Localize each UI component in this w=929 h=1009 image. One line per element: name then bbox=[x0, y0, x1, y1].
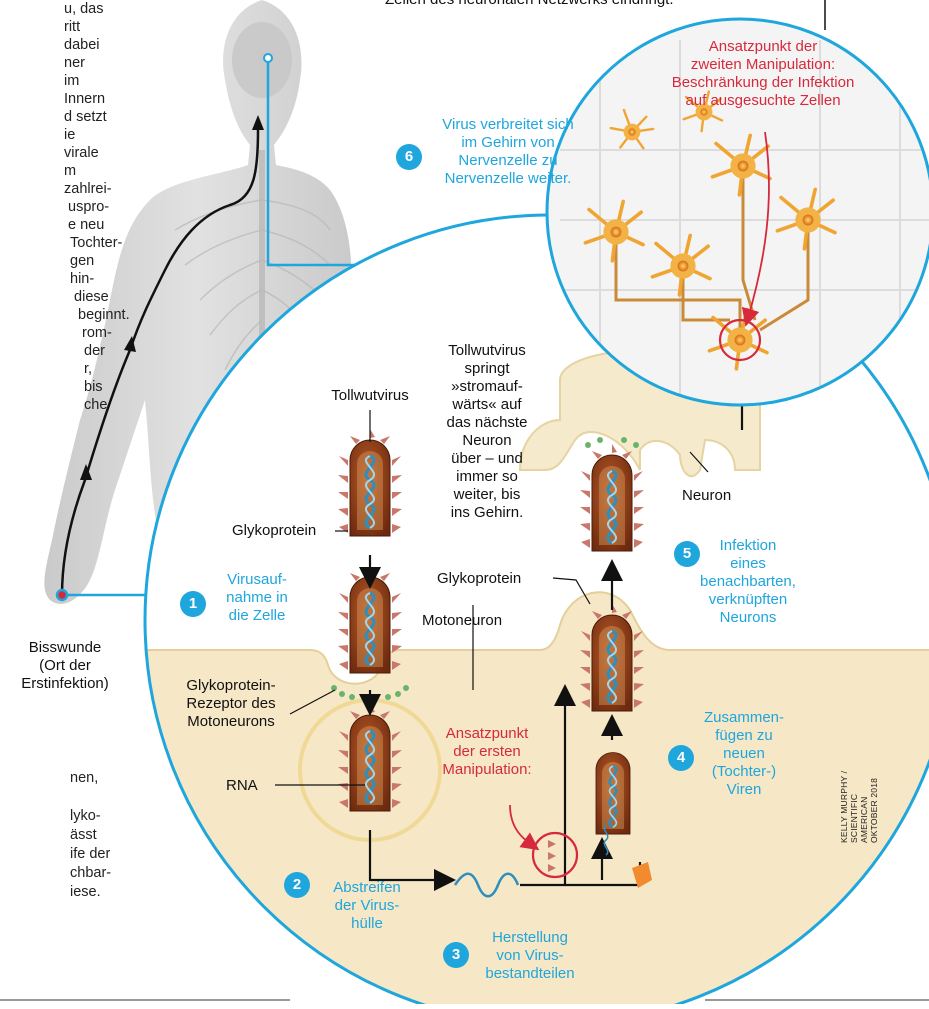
bottom-left-text-line: ässt bbox=[70, 826, 160, 845]
step-5-text: Infektion eines benachbarten, verknüpfte… bbox=[688, 537, 808, 627]
bottom-left-body-text: nen, lyko- ässt ife der chbar- iese. bbox=[70, 769, 160, 902]
left-text-line: Tochter- bbox=[0, 234, 110, 252]
left-text-line: che bbox=[0, 396, 110, 414]
label-glykoprotein-rezeptor: Glykoprotein- Rezeptor des Motoneurons bbox=[172, 677, 290, 731]
bottom-left-text-line: chbar- bbox=[70, 864, 160, 883]
step-3-badge: 3 bbox=[443, 942, 469, 968]
label-springt: Tollwutvirus springt »stromauf- wärts« a… bbox=[428, 342, 546, 522]
step-2-text: Abstreifen der Virus- hülle bbox=[312, 879, 422, 933]
left-text-line: rom- bbox=[0, 324, 110, 342]
label-neuron: Neuron bbox=[682, 487, 762, 505]
left-text-line: ner bbox=[0, 54, 110, 72]
left-text-line: r, bis bbox=[0, 360, 110, 396]
step-3-text: Herstellung von Virus- bestandteilen bbox=[470, 929, 590, 983]
label-glykoprotein-2: Glykoprotein bbox=[437, 570, 557, 588]
left-text-line: e neu bbox=[0, 216, 110, 234]
label-second-manipulation: Ansatzpunkt der zweiten Manipulation: Be… bbox=[648, 38, 878, 110]
left-text-line: der bbox=[0, 342, 110, 360]
bottom-left-text-line: ife der bbox=[70, 845, 160, 864]
step-2-badge: 2 bbox=[284, 872, 310, 898]
step-4-text: Zusammen- fügen zu neuen (Tochter-) Vire… bbox=[684, 709, 804, 799]
label-bisswunde: Bisswunde (Ort der Erstinfektion) bbox=[10, 639, 120, 693]
step-1-text: Virusauf- nahme in die Zelle bbox=[212, 571, 302, 625]
bottom-left-text-line bbox=[70, 788, 160, 807]
label-glykoprotein-1: Glykoprotein bbox=[232, 522, 342, 540]
left-text-line: uspro- bbox=[0, 198, 110, 216]
image-credit: KELLY MURPHY / SCIENTIFIC AMERICAN OKTOB… bbox=[839, 753, 879, 843]
label-motoneuron: Motoneuron bbox=[422, 612, 542, 630]
top-caption-text: Zellen des neuronalen Netzwerks eindring… bbox=[385, 0, 785, 9]
step-6-badge: 6 bbox=[396, 144, 422, 170]
label-tollwutvirus: Tollwutvirus bbox=[310, 387, 430, 405]
step-1-badge: 1 bbox=[180, 591, 206, 617]
left-text-line: diese bbox=[0, 288, 110, 306]
bite-wound-marker bbox=[57, 590, 67, 600]
bottom-left-text-line: lyko- bbox=[70, 807, 160, 826]
left-text-line: u, das bbox=[0, 0, 110, 18]
label-first-manipulation: Ansatzpunkt der ersten Manipulation: bbox=[424, 725, 550, 779]
left-text-line: ritt dabei bbox=[0, 18, 110, 54]
left-text-line: beginnt. bbox=[0, 306, 110, 324]
left-text-line: ie virale bbox=[0, 126, 110, 162]
left-text-line: m zahlrei- bbox=[0, 162, 110, 198]
step-6-text: Virus verbreitet sich im Gehirn von Nerv… bbox=[420, 116, 596, 188]
brain-marker bbox=[264, 54, 272, 62]
label-rna: RNA bbox=[226, 777, 276, 795]
left-text-line: im Innern bbox=[0, 72, 110, 108]
left-text-line: d setzt bbox=[0, 108, 110, 126]
virus-assembling bbox=[596, 753, 630, 835]
bottom-left-text-line: iese. bbox=[70, 883, 160, 902]
bottom-left-text-line: nen, bbox=[70, 769, 160, 788]
left-text-line: gen hin- bbox=[0, 252, 110, 288]
left-body-text: u, das ritt dabei ner im Innern d setzt … bbox=[0, 0, 110, 414]
